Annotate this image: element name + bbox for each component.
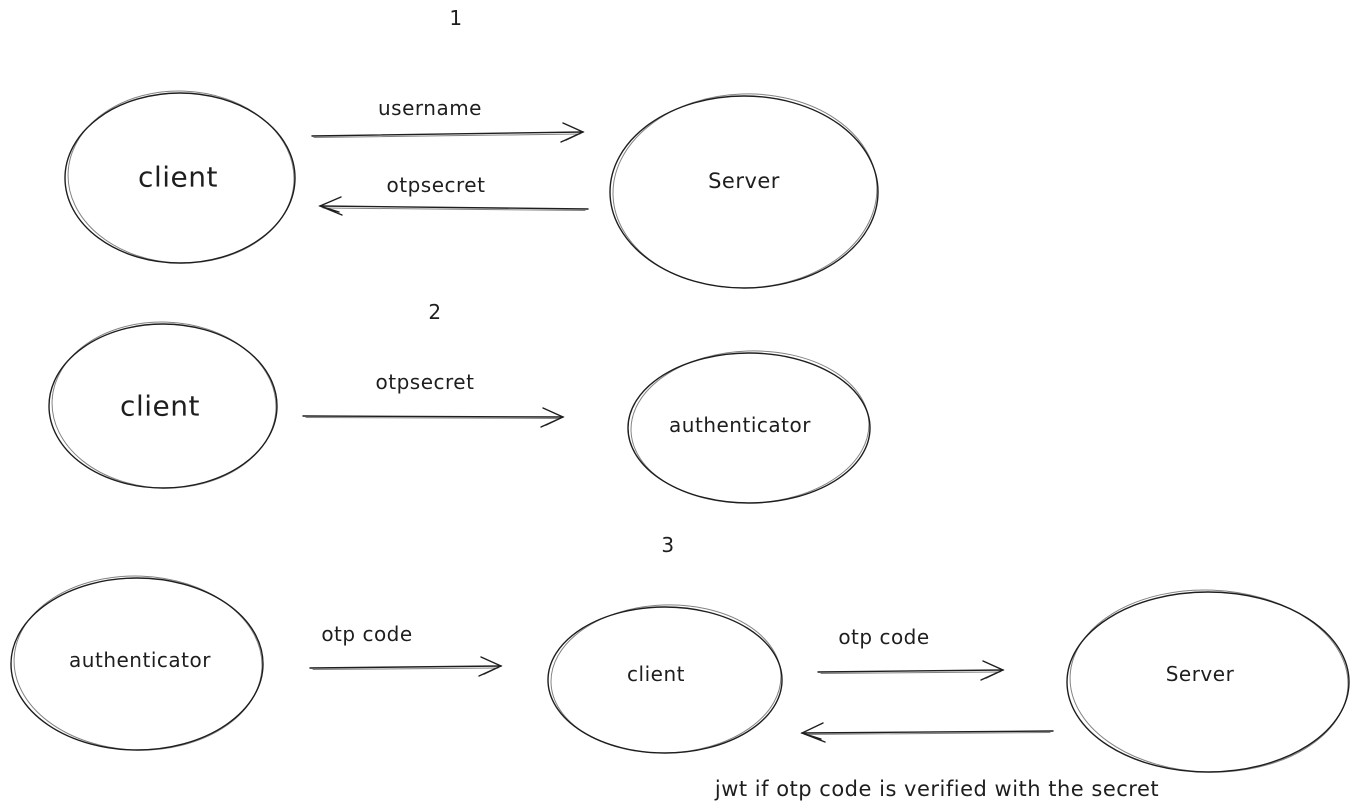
node-label-client-3: client — [627, 662, 685, 686]
node-ellipse-server-1 — [609, 93, 879, 289]
arrow-label-otpsecret-2: otpsecret — [375, 370, 475, 394]
arrow-otp-code-2 — [817, 660, 1005, 681]
node-label-client-2: client — [120, 389, 200, 423]
node-ellipse-authenticator-2 — [627, 350, 871, 504]
section-1-number: 1 — [449, 6, 463, 30]
arrow-label-otpsecret-1: otpsecret — [386, 173, 486, 197]
arrow-label-username: username — [378, 96, 482, 120]
arrow-otpsecret-2 — [302, 407, 565, 428]
arrow-label-otp-code-2: otp code — [838, 625, 930, 649]
node-label-client-1: client — [138, 160, 218, 194]
node-ellipse-client-1 — [64, 90, 296, 264]
arrow-otp-code-1 — [309, 656, 503, 677]
arrow-jwt — [800, 722, 1054, 743]
arrow-username — [311, 122, 585, 143]
section-3-number: 3 — [661, 533, 675, 557]
node-label-authenticator-3: authenticator — [69, 648, 211, 672]
node-ellipse-server-3 — [1066, 589, 1350, 773]
node-ellipse-authenticator-3 — [10, 575, 264, 751]
node-ellipse-client-3 — [547, 604, 783, 754]
arrow-label-jwt: jwt if otp code is verified with the sec… — [714, 777, 1160, 801]
arrow-label-otp-code-1: otp code — [321, 622, 413, 646]
node-label-server-1: Server — [708, 169, 780, 193]
arrow-otpsecret-1 — [318, 196, 589, 216]
section-2-number: 2 — [428, 300, 442, 324]
node-label-server-3: Server — [1165, 662, 1235, 686]
node-ellipse-client-2 — [48, 321, 278, 489]
node-label-authenticator-2: authenticator — [669, 413, 811, 437]
